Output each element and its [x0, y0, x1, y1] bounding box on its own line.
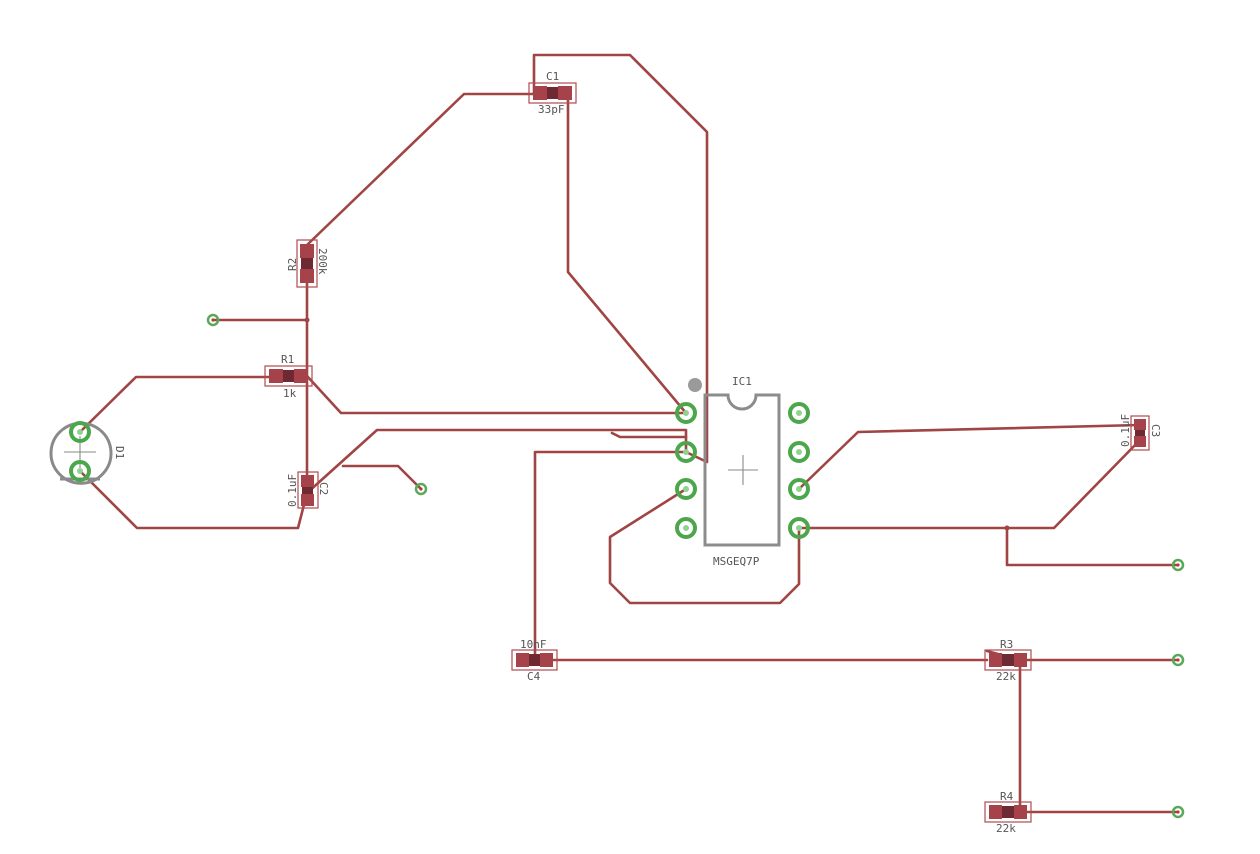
ic1-name-label: IC1	[732, 375, 752, 388]
via-right-mid[interactable]	[1171, 653, 1185, 667]
c4-value-label: 10nF	[520, 638, 547, 651]
r2-name-label: R2	[286, 258, 299, 271]
led-d1[interactable]: D1	[49, 421, 126, 485]
trace-d1-c2	[78, 469, 309, 530]
d1-name-label: D1	[113, 446, 126, 459]
c4-name-label: C4	[527, 670, 541, 683]
c2-value-label: 0.1uF	[286, 474, 299, 507]
capacitor-c3[interactable]: 0.1uF C3	[1119, 414, 1162, 451]
r3-name-label: R3	[1000, 638, 1013, 651]
capacitor-c1[interactable]: C1 33pF	[528, 70, 577, 116]
capacitor-c4[interactable]: 10nF C4	[511, 638, 558, 683]
ic-msgeq7[interactable]: IC1 MSGEQ7P	[675, 375, 810, 568]
ic1-value-label: MSGEQ7P	[713, 555, 760, 568]
via-left[interactable]	[206, 313, 220, 327]
r2-value-label: 200k	[316, 248, 329, 275]
via-right-bottom[interactable]	[1171, 805, 1185, 819]
resistor-r4[interactable]: R4 22k	[984, 790, 1032, 835]
c2-name-label: C2	[317, 482, 330, 495]
trace-r2-c1	[305, 92, 536, 247]
trace-c2-ic	[305, 428, 688, 495]
r3-value-label: 22k	[996, 670, 1016, 683]
c3-name-label: C3	[1149, 424, 1162, 437]
via-right-top[interactable]	[1171, 558, 1185, 572]
trace-ic-c3-bottom	[797, 438, 1142, 530]
trace-c2-via	[341, 464, 423, 491]
resistor-r2[interactable]: R2 200k	[286, 239, 329, 288]
r1-name-label: R1	[281, 353, 294, 366]
capacitor-c2[interactable]: 0.1uF C2	[286, 471, 330, 509]
junctions	[304, 317, 1010, 531]
r4-value-label: 22k	[996, 822, 1016, 835]
trace-r1-ic	[305, 374, 688, 415]
trace-c4-ic	[533, 450, 688, 662]
trace-c1-right-ic	[566, 91, 688, 415]
copper-traces	[78, 53, 1180, 814]
r1-value-label: 1k	[283, 387, 297, 400]
resistor-r1[interactable]: R1 1k	[264, 353, 313, 400]
trace-stub-ic	[610, 431, 688, 439]
c1-name-label: C1	[546, 70, 559, 83]
trace-ic-loop-bottom	[608, 487, 801, 605]
trace-c1-left-top	[532, 53, 709, 464]
via-c2[interactable]	[414, 482, 428, 496]
trace-ic-c3-top	[797, 423, 1142, 491]
c1-value-label: 33pF	[538, 103, 565, 116]
trace-tp-right	[1005, 526, 1180, 567]
resistor-r3[interactable]: R3 22k	[984, 638, 1032, 683]
r4-name-label: R4	[1000, 790, 1014, 803]
ic-right-pins	[788, 402, 810, 539]
trace-d1-r1	[78, 375, 274, 434]
vias	[206, 313, 1185, 819]
ic-left-pins	[675, 402, 697, 539]
c3-value-label: 0.1uF	[1119, 414, 1132, 447]
